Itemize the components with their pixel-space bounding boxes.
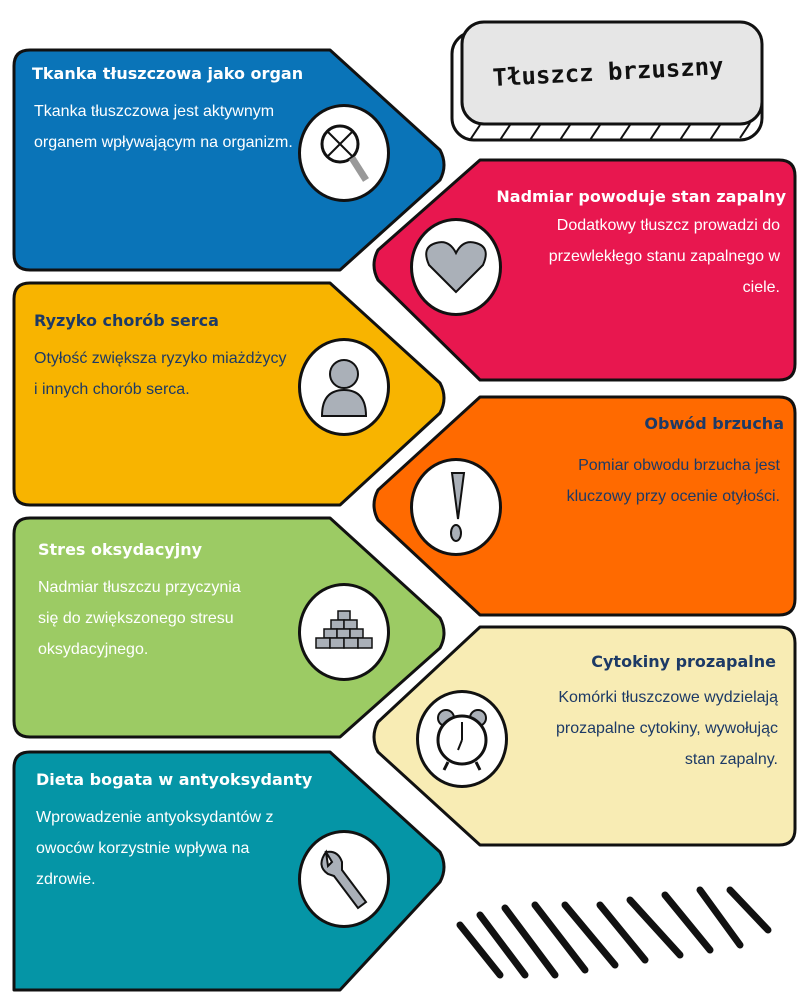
alarm-clock-icon	[416, 690, 508, 788]
card-shape-5	[372, 625, 797, 847]
card-title: Tkanka tłuszczowa jako organ	[32, 64, 304, 83]
scribble-decoration	[456, 886, 772, 979]
card-text: Pomiar obwodu brzucha jest kluczowy przy…	[566, 457, 780, 505]
card-text: Wprowadzenie antyoksydantów z owoców kor…	[36, 809, 274, 888]
page-title: Tłuszcz brzuszny	[491, 51, 725, 93]
card-title: Stres oksydacyjny	[38, 540, 203, 559]
magnifier-icon	[298, 104, 390, 202]
card-shape-3	[372, 395, 797, 617]
card-title: Obwód brzucha	[644, 414, 784, 433]
card-title: Dieta bogata w antyoksydanty	[36, 770, 313, 789]
card-text: Dodatkowy tłuszcz prowadzi do przewlekłe…	[548, 217, 780, 296]
card-title: Ryzyko chorób serca	[34, 311, 219, 330]
card-shape-6	[12, 750, 446, 992]
bricks-icon	[298, 583, 390, 681]
wrench-icon	[298, 830, 390, 928]
card-shape-4	[12, 516, 446, 739]
card-text: Tkanka tłuszczowa jest aktywnym organem …	[34, 103, 293, 151]
card-shape-1	[372, 158, 797, 382]
person-icon	[298, 338, 390, 436]
card-text: Komórki tłuszczowe wydzielają prozapalne…	[555, 689, 778, 768]
card-title: Nadmiar powoduje stan zapalny	[496, 187, 786, 206]
heart-icon	[410, 218, 502, 316]
card-title: Cytokiny prozapalne	[591, 652, 776, 671]
card-text: Otyłość zwiększa ryzyko miażdżycy i inny…	[34, 350, 287, 398]
title-box	[460, 20, 764, 126]
exclamation-icon	[410, 458, 502, 556]
card-text: Nadmiar tłuszczu przyczynia się do zwięk…	[38, 579, 241, 658]
